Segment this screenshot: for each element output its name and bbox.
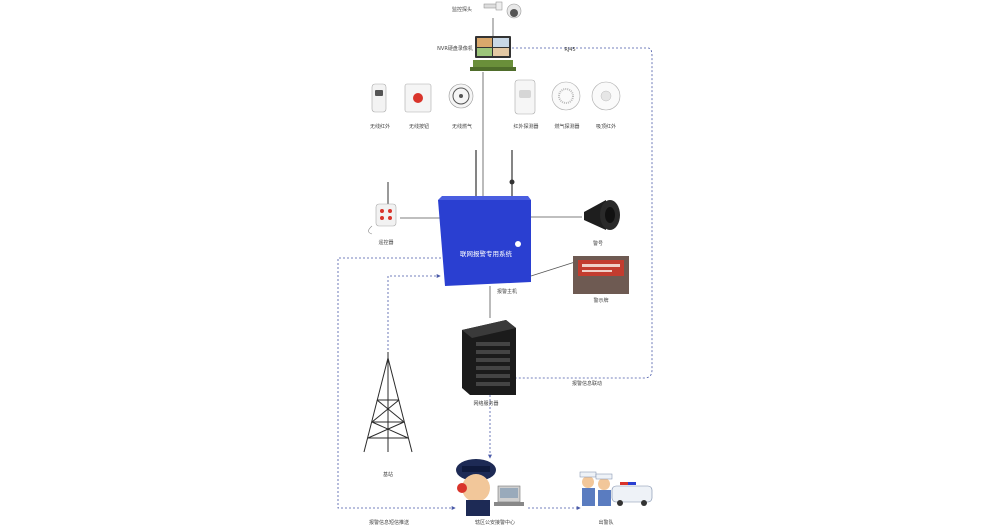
tower-host-path [387,274,441,358]
wireless-ir-icon [371,83,387,113]
remote-icon [368,182,397,235]
warning-sign-icon [573,256,629,294]
camera-label: 监控探头 [451,7,473,13]
wireless-gas-label: 无线燃气 [451,124,473,130]
host-title: 联网报警专用系统 [460,250,512,258]
ceiling-ir-label: 吸顶红外 [595,124,617,130]
nvr-label: NVR硬盘录像机 [437,46,473,52]
wired-ir-icon [514,79,536,115]
network-link-label: 报警信息联动 [571,381,603,387]
police-operator-icon [456,459,524,516]
host-label: 报警主机 [496,289,518,295]
wireless-gas-icon [448,83,474,109]
alarm-host-icon [438,196,531,286]
dispatch-label: 出警队 [598,520,614,526]
dispatch-team-icon [579,471,653,506]
siren-label: 警号 [592,241,604,247]
rj45-dashed-path [509,47,653,380]
tower-label: 基站 [382,472,394,478]
sms-push-label: 报警信息短信推送 [368,520,410,526]
police-center-label: 辖区公安接警中心 [474,520,516,526]
server-rack-icon [462,320,516,395]
wireless-button-icon [404,83,432,113]
wireless-ir-label: 无线红外 [369,124,391,130]
wireless-button-label: 无线按钮 [408,124,430,130]
host-sign-line [530,261,576,277]
wired-ir-label: 红外探测器 [513,124,539,130]
camera-icon [483,1,522,19]
sms-dashed-path [337,257,456,510]
gas-detector-label: 燃气探测器 [554,124,580,130]
remote-label: 遥控器 [378,240,394,246]
tower-icon [363,352,413,453]
sign-label: 警示牌 [593,298,609,304]
server-label: 网络服务器 [473,401,499,407]
gas-detector-icon [551,81,581,111]
siren-icon [584,200,620,230]
rj45-label: RJ45 [564,47,576,53]
nvr-icon [470,36,516,71]
ceiling-ir-icon [591,81,621,111]
